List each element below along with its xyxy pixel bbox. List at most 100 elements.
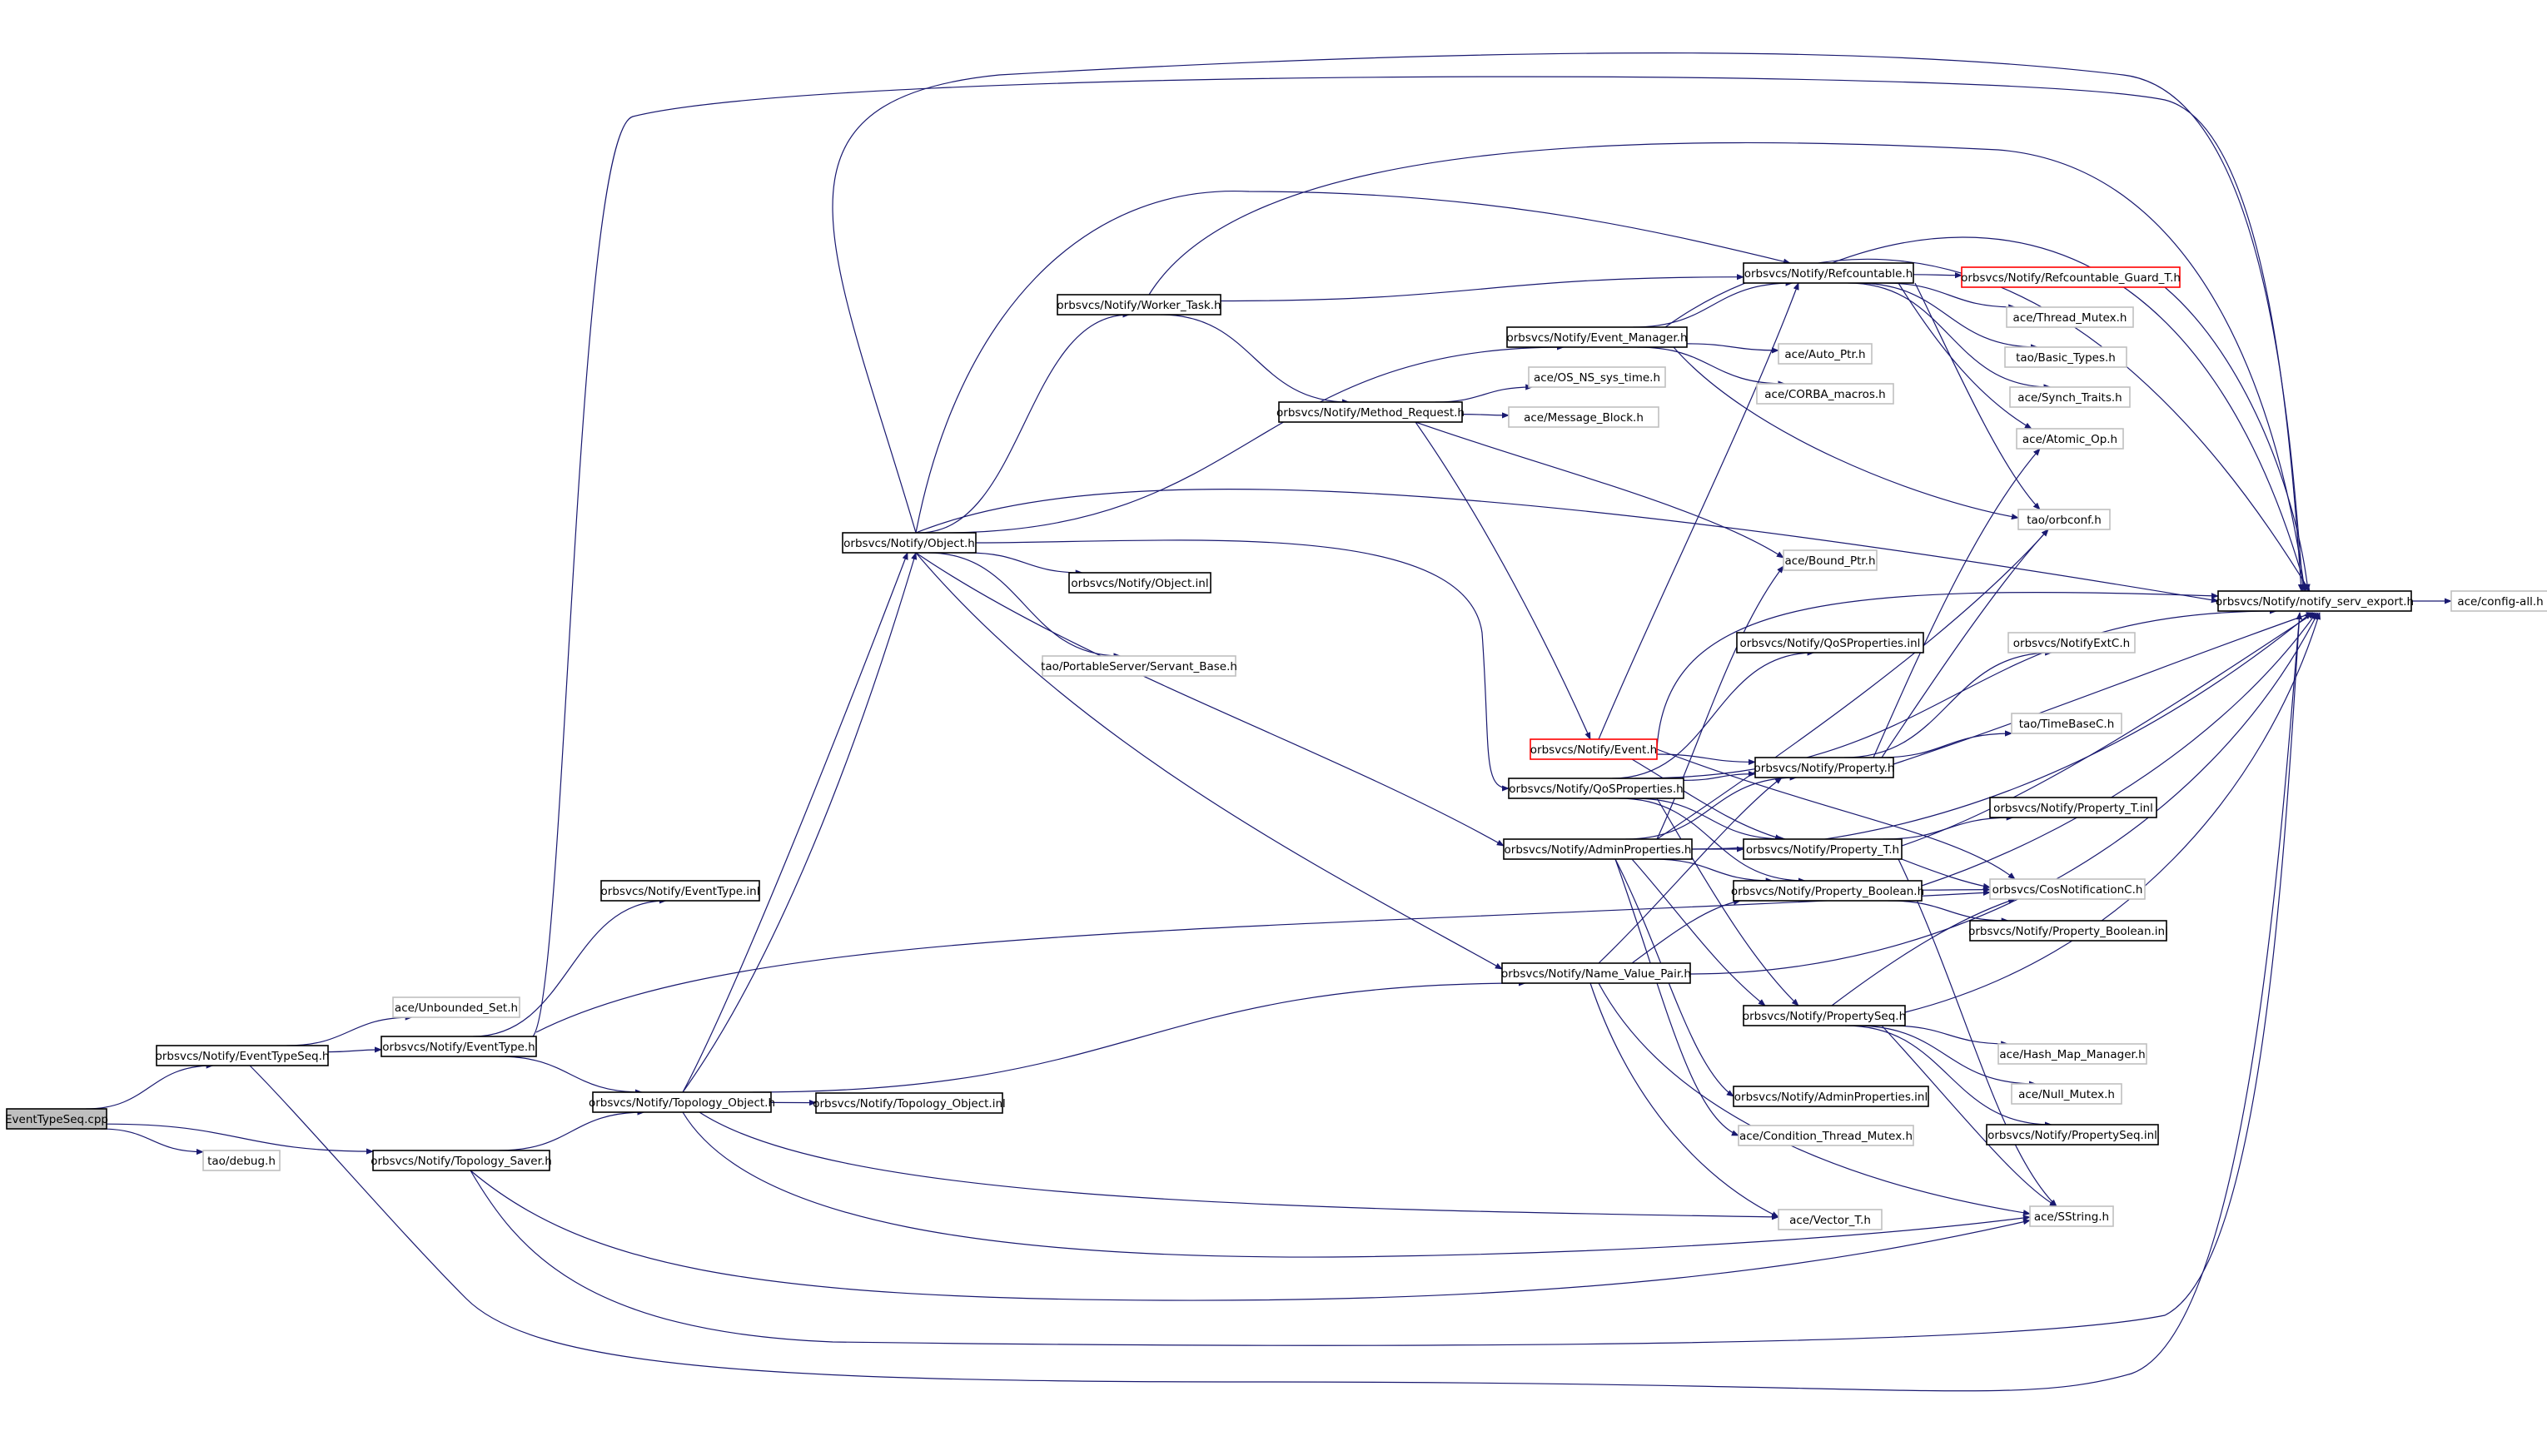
node-box — [592, 1091, 772, 1113]
dependency-edge — [1893, 612, 2314, 765]
node-unbounded-set-h: ace/Unbounded_Set.h — [392, 996, 520, 1018]
dependency-edge — [975, 539, 1510, 792]
node-label: orbsvcs/Notify/EventType.h — [382, 1041, 535, 1054]
dependency-edge — [1921, 887, 1991, 893]
node-thread-mutex-h: ace/Thread_Mutex.h — [2006, 306, 2134, 328]
dependency-edge — [1619, 798, 1806, 884]
node-name-value-pair-h[interactable]: orbsvcs/Notify/Name_Value_Pair.h — [1501, 962, 1691, 984]
node-topology-object-inl[interactable]: orbsvcs/Notify/Topology_Object.inl — [813, 1092, 1006, 1114]
node-label: orbsvcs/Notify/Refcountable_Guard_T.h — [1961, 271, 2181, 285]
node-object-inl[interactable]: orbsvcs/Notify/Object.inl — [1068, 572, 1211, 594]
node-propertyseq-inl[interactable]: orbsvcs/Notify/PropertySeq.inl — [1986, 1124, 2159, 1145]
node-config-all-h: ace/config-all.h — [2450, 590, 2547, 612]
dependency-edge — [249, 612, 2302, 1392]
node-event-manager-h[interactable]: orbsvcs/Notify/Event_Manager.h — [1506, 326, 1688, 348]
node-box — [2009, 386, 2131, 408]
node-box — [842, 532, 977, 554]
node-worker-task-h[interactable]: orbsvcs/Notify/Worker_Task.h — [1057, 294, 1221, 316]
node-label: EventTypeSeq.cpp — [5, 1113, 108, 1126]
node-box — [1969, 920, 2167, 942]
node-adminproperties-h[interactable]: orbsvcs/Notify/AdminProperties.h — [1503, 838, 1693, 860]
node-orbconf-h: tao/orbconf.h — [2017, 509, 2111, 530]
node-property-h[interactable]: orbsvcs/Notify/Property.h — [1754, 757, 1895, 778]
node-refcountable-h[interactable]: orbsvcs/Notify/Refcountable.h — [1743, 262, 1914, 284]
node-box — [1754, 757, 1894, 778]
node-box — [1743, 262, 1914, 284]
node-box — [1733, 880, 1923, 902]
node-box — [1989, 878, 2146, 900]
node-box — [1733, 1086, 1929, 1107]
node-bound-ptr-h: ace/Bound_Ptr.h — [1783, 549, 1878, 571]
node-label: orbsvcs/Notify/QoSProperties.h — [1509, 783, 1683, 796]
node-eventtype-h[interactable]: orbsvcs/Notify/EventType.h — [381, 1036, 537, 1057]
node-box — [1068, 572, 1211, 594]
node-label: ace/Auto_Ptr.h — [1784, 348, 1865, 361]
dependency-edge — [1881, 1025, 2057, 1207]
dependency-edge — [1653, 858, 1773, 884]
dependency-edge — [470, 612, 2303, 1346]
node-label: orbsvcs/Notify/EventTypeSeq.h — [156, 1050, 330, 1063]
dependency-edge — [1921, 612, 2317, 887]
dependency-edge — [915, 489, 2219, 604]
node-condition-thread-mutex-h: ace/Condition_Thread_Mutex.h — [1738, 1125, 1914, 1146]
node-property-t-inl[interactable]: orbsvcs/Notify/Property_T.inl — [1989, 797, 2157, 818]
dependency-edge — [1881, 529, 2049, 758]
node-adminproperties-inl[interactable]: orbsvcs/Notify/AdminProperties.inl — [1733, 1086, 1929, 1107]
node-label: orbsvcs/Notify/Method_Request.h — [1276, 406, 1465, 420]
node-box — [600, 880, 760, 902]
dependency-edge — [915, 190, 1791, 534]
dependency-edge — [967, 552, 1083, 576]
node-notify-serv-export-h[interactable]: orbsvcs/Notify/notify_serv_export.h — [2216, 590, 2414, 612]
node-propertyseq-h[interactable]: orbsvcs/Notify/PropertySeq.h — [1743, 1005, 1906, 1026]
node-qosproperties-inl[interactable]: orbsvcs/Notify/QoSProperties.inl — [1736, 632, 1924, 653]
dependency-edge — [918, 311, 1131, 534]
node-notifyextc-h: orbsvcs/NotifyExtC.h — [2007, 632, 2136, 653]
node-label: ace/config-all.h — [2457, 595, 2543, 609]
dependency-edge — [1656, 798, 1799, 1006]
node-box — [1508, 406, 1659, 428]
node-box — [1778, 343, 1873, 365]
node-property-boolean-h[interactable]: orbsvcs/Notify/Property_Boolean.h — [1731, 880, 1924, 902]
node-label: orbsvcs/Notify/Event.h — [1530, 743, 1657, 757]
node-box — [1756, 383, 1894, 405]
node-object-h[interactable]: orbsvcs/Notify/Object.h — [842, 532, 977, 554]
dependency-edge — [1901, 858, 1991, 889]
node-box — [1738, 1125, 1914, 1146]
node-property-t-h[interactable]: orbsvcs/Notify/Property_T.h — [1743, 838, 1903, 860]
dependency-edge — [752, 980, 1526, 1093]
node-label: orbsvcs/Notify/Property.h — [1754, 762, 1895, 775]
node-label: orbsvcs/Notify/Topology_Object.inl — [813, 1097, 1006, 1111]
dependency-edge — [1415, 421, 1784, 559]
dependency-edge — [1656, 591, 2219, 750]
dependency-edge — [499, 1109, 645, 1151]
node-label: ace/Vector_T.h — [1789, 1214, 1871, 1227]
dependency-edge — [1856, 282, 2038, 350]
node-label: tao/debug.h — [207, 1155, 276, 1168]
node-qosproperties-h[interactable]: orbsvcs/Notify/QoSProperties.h — [1508, 778, 1684, 799]
dependency-edge — [535, 889, 1991, 1033]
node-topology-saver-h[interactable]: orbsvcs/Notify/Topology_Saver.h — [371, 1150, 552, 1171]
node-box — [1997, 1043, 2147, 1065]
node-label: ace/Atomic_Op.h — [2022, 433, 2117, 446]
node-property-boolean-inl[interactable]: orbsvcs/Notify/Property_Boolean.inl — [1968, 920, 2168, 942]
node-label: ace/Bound_Ptr.h — [1784, 554, 1875, 568]
node-label: orbsvcs/Notify/Property_Boolean.h — [1731, 885, 1924, 898]
node-refcountable-guard-t-h[interactable]: orbsvcs/Notify/Refcountable_Guard_T.h — [1961, 266, 2181, 288]
node-box — [1530, 738, 1658, 760]
node-box — [6, 1108, 107, 1130]
node-eventtype-inl[interactable]: orbsvcs/Notify/EventType.inl — [600, 880, 760, 902]
dependency-edge — [101, 1128, 204, 1155]
dependency-edge — [1633, 798, 1787, 842]
node-box — [1961, 266, 2181, 288]
node-event-h[interactable]: orbsvcs/Notify/Event.h — [1530, 738, 1658, 760]
dependency-edge — [682, 552, 918, 1093]
node-eventtypeseq-h[interactable]: orbsvcs/Notify/EventTypeSeq.h — [156, 1045, 330, 1066]
node-topology-object-h[interactable]: orbsvcs/Notify/Topology_Object.h — [589, 1091, 775, 1113]
dependency-edge — [1220, 274, 1744, 302]
node-label: tao/PortableServer/Servant_Base.h — [1041, 660, 1237, 673]
node-label: orbsvcs/Notify/Topology_Object.h — [589, 1096, 775, 1110]
node-method-request-h[interactable]: orbsvcs/Notify/Method_Request.h — [1276, 401, 1465, 423]
node-message-block-h: ace/Message_Block.h — [1508, 406, 1659, 428]
dependency-edge — [1888, 1025, 2009, 1047]
